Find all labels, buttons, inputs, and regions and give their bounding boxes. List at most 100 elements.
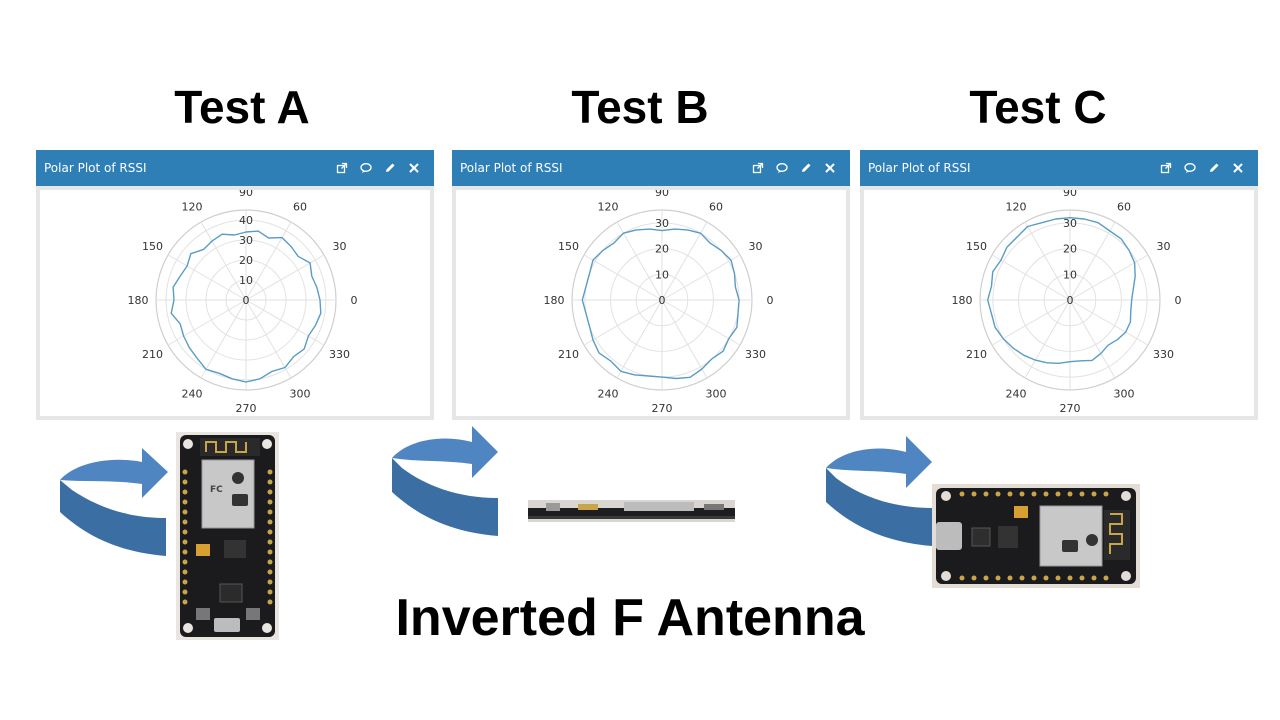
radial-tick-label: 0 [659, 294, 666, 307]
rssi-trace [581, 228, 740, 380]
polar-grid-spoke [245, 299, 325, 346]
polar-grid-spoke [1069, 299, 1116, 379]
angle-tick-label: 300 [1114, 388, 1135, 401]
rssi-trace [170, 230, 322, 383]
polar-grid-spoke [245, 221, 292, 301]
angle-tick-label: 150 [966, 240, 987, 253]
comment-icon[interactable] [1184, 162, 1196, 174]
angle-tick-label: 0 [1175, 294, 1182, 307]
panel-title: Polar Plot of RSSI [460, 161, 563, 175]
test-c-title: Test C [969, 81, 1107, 133]
polar-grid-spoke [1024, 221, 1071, 301]
radial-tick-label: 30 [655, 217, 669, 230]
panel-toolbar [752, 162, 842, 174]
angle-tick-label: 60 [1117, 200, 1131, 213]
radial-tick-label: 30 [239, 234, 253, 247]
angle-tick-label: 240 [1006, 388, 1027, 401]
angle-tick-label: 30 [333, 240, 347, 253]
angle-tick-label: 210 [142, 348, 163, 361]
pencil-icon[interactable] [800, 162, 812, 174]
nodemcu-board-vertical-image: FC [176, 432, 279, 640]
panel-header: Polar Plot of RSSI [36, 150, 434, 186]
radial-tick-label: 0 [243, 294, 250, 307]
angle-tick-label: 60 [293, 200, 307, 213]
polar-grid-spoke [1069, 221, 1116, 301]
angle-tick-label: 270 [652, 402, 673, 415]
polar-grid-spoke [991, 254, 1071, 301]
polar-grid-spoke [245, 299, 292, 379]
polar-grid-spoke [200, 299, 247, 379]
rotation-arrow-c-icon [826, 436, 932, 546]
svg-text:FC: FC [210, 485, 223, 495]
rotation-arrow-b-icon [392, 426, 498, 536]
radial-tick-label: 20 [239, 254, 253, 267]
panel-title: Polar Plot of RSSI [868, 161, 971, 175]
external-link-icon[interactable] [336, 162, 348, 174]
angle-tick-label: 180 [544, 294, 565, 307]
angle-tick-label: 60 [709, 200, 723, 213]
angle-tick-label: 240 [182, 388, 203, 401]
nodemcu-board-edge-image [528, 500, 735, 522]
polar-grid-spoke [583, 254, 663, 301]
angle-tick-label: 90 [655, 190, 669, 199]
rssi-trace [986, 217, 1136, 365]
angle-tick-label: 270 [236, 402, 257, 415]
angle-tick-label: 90 [1063, 190, 1077, 199]
radial-tick-label: 30 [1063, 217, 1077, 230]
nodemcu-board-horizontal-image [932, 484, 1140, 588]
test-b-title: Test B [571, 81, 709, 133]
angle-tick-label: 150 [558, 240, 579, 253]
polar-grid-spoke [1069, 299, 1149, 346]
close-icon[interactable] [824, 162, 836, 174]
radial-tick-label: 0 [1067, 294, 1074, 307]
pencil-icon[interactable] [384, 162, 396, 174]
angle-tick-label: 0 [351, 294, 358, 307]
angle-tick-label: 180 [128, 294, 149, 307]
comment-icon[interactable] [776, 162, 788, 174]
close-icon[interactable] [408, 162, 420, 174]
polar-grid-spoke [245, 254, 325, 301]
pencil-icon[interactable] [1208, 162, 1220, 174]
external-link-icon[interactable] [752, 162, 764, 174]
radial-tick-label: 40 [239, 214, 253, 227]
rotation-arrow-a-icon [60, 448, 168, 556]
angle-tick-label: 180 [952, 294, 973, 307]
radial-tick-label: 10 [1063, 268, 1077, 281]
panel-toolbar [1160, 162, 1250, 174]
polar-grid-spoke [167, 299, 247, 346]
radial-tick-label: 20 [1063, 243, 1077, 256]
angle-tick-label: 330 [1153, 348, 1174, 361]
radial-tick-label: 20 [655, 243, 669, 256]
panel-title: Polar Plot of RSSI [44, 161, 147, 175]
angle-tick-label: 330 [329, 348, 350, 361]
angle-tick-label: 30 [1157, 240, 1171, 253]
external-link-icon[interactable] [1160, 162, 1172, 174]
angle-tick-label: 150 [142, 240, 163, 253]
angle-tick-label: 210 [966, 348, 987, 361]
polar-grid-spoke [661, 254, 741, 301]
polar-grid-spoke [661, 299, 708, 379]
antenna-caption: Inverted F Antenna [395, 589, 865, 647]
test-a-title: Test A [174, 81, 310, 133]
angle-tick-label: 270 [1060, 402, 1081, 415]
angle-tick-label: 300 [706, 388, 727, 401]
polar-grid-spoke [661, 299, 741, 346]
angle-tick-label: 120 [182, 200, 203, 213]
polar-grid-spoke [167, 254, 247, 301]
comment-icon[interactable] [360, 162, 372, 174]
polar-grid-spoke [616, 221, 663, 301]
close-icon[interactable] [1232, 162, 1244, 174]
polar-grid-spoke [1024, 299, 1071, 379]
panel-header: Polar Plot of RSSI [860, 150, 1258, 186]
angle-tick-label: 30 [749, 240, 763, 253]
polar-grid-spoke [616, 299, 663, 379]
angle-tick-label: 0 [767, 294, 774, 307]
angle-tick-label: 300 [290, 388, 311, 401]
panel-toolbar [336, 162, 426, 174]
